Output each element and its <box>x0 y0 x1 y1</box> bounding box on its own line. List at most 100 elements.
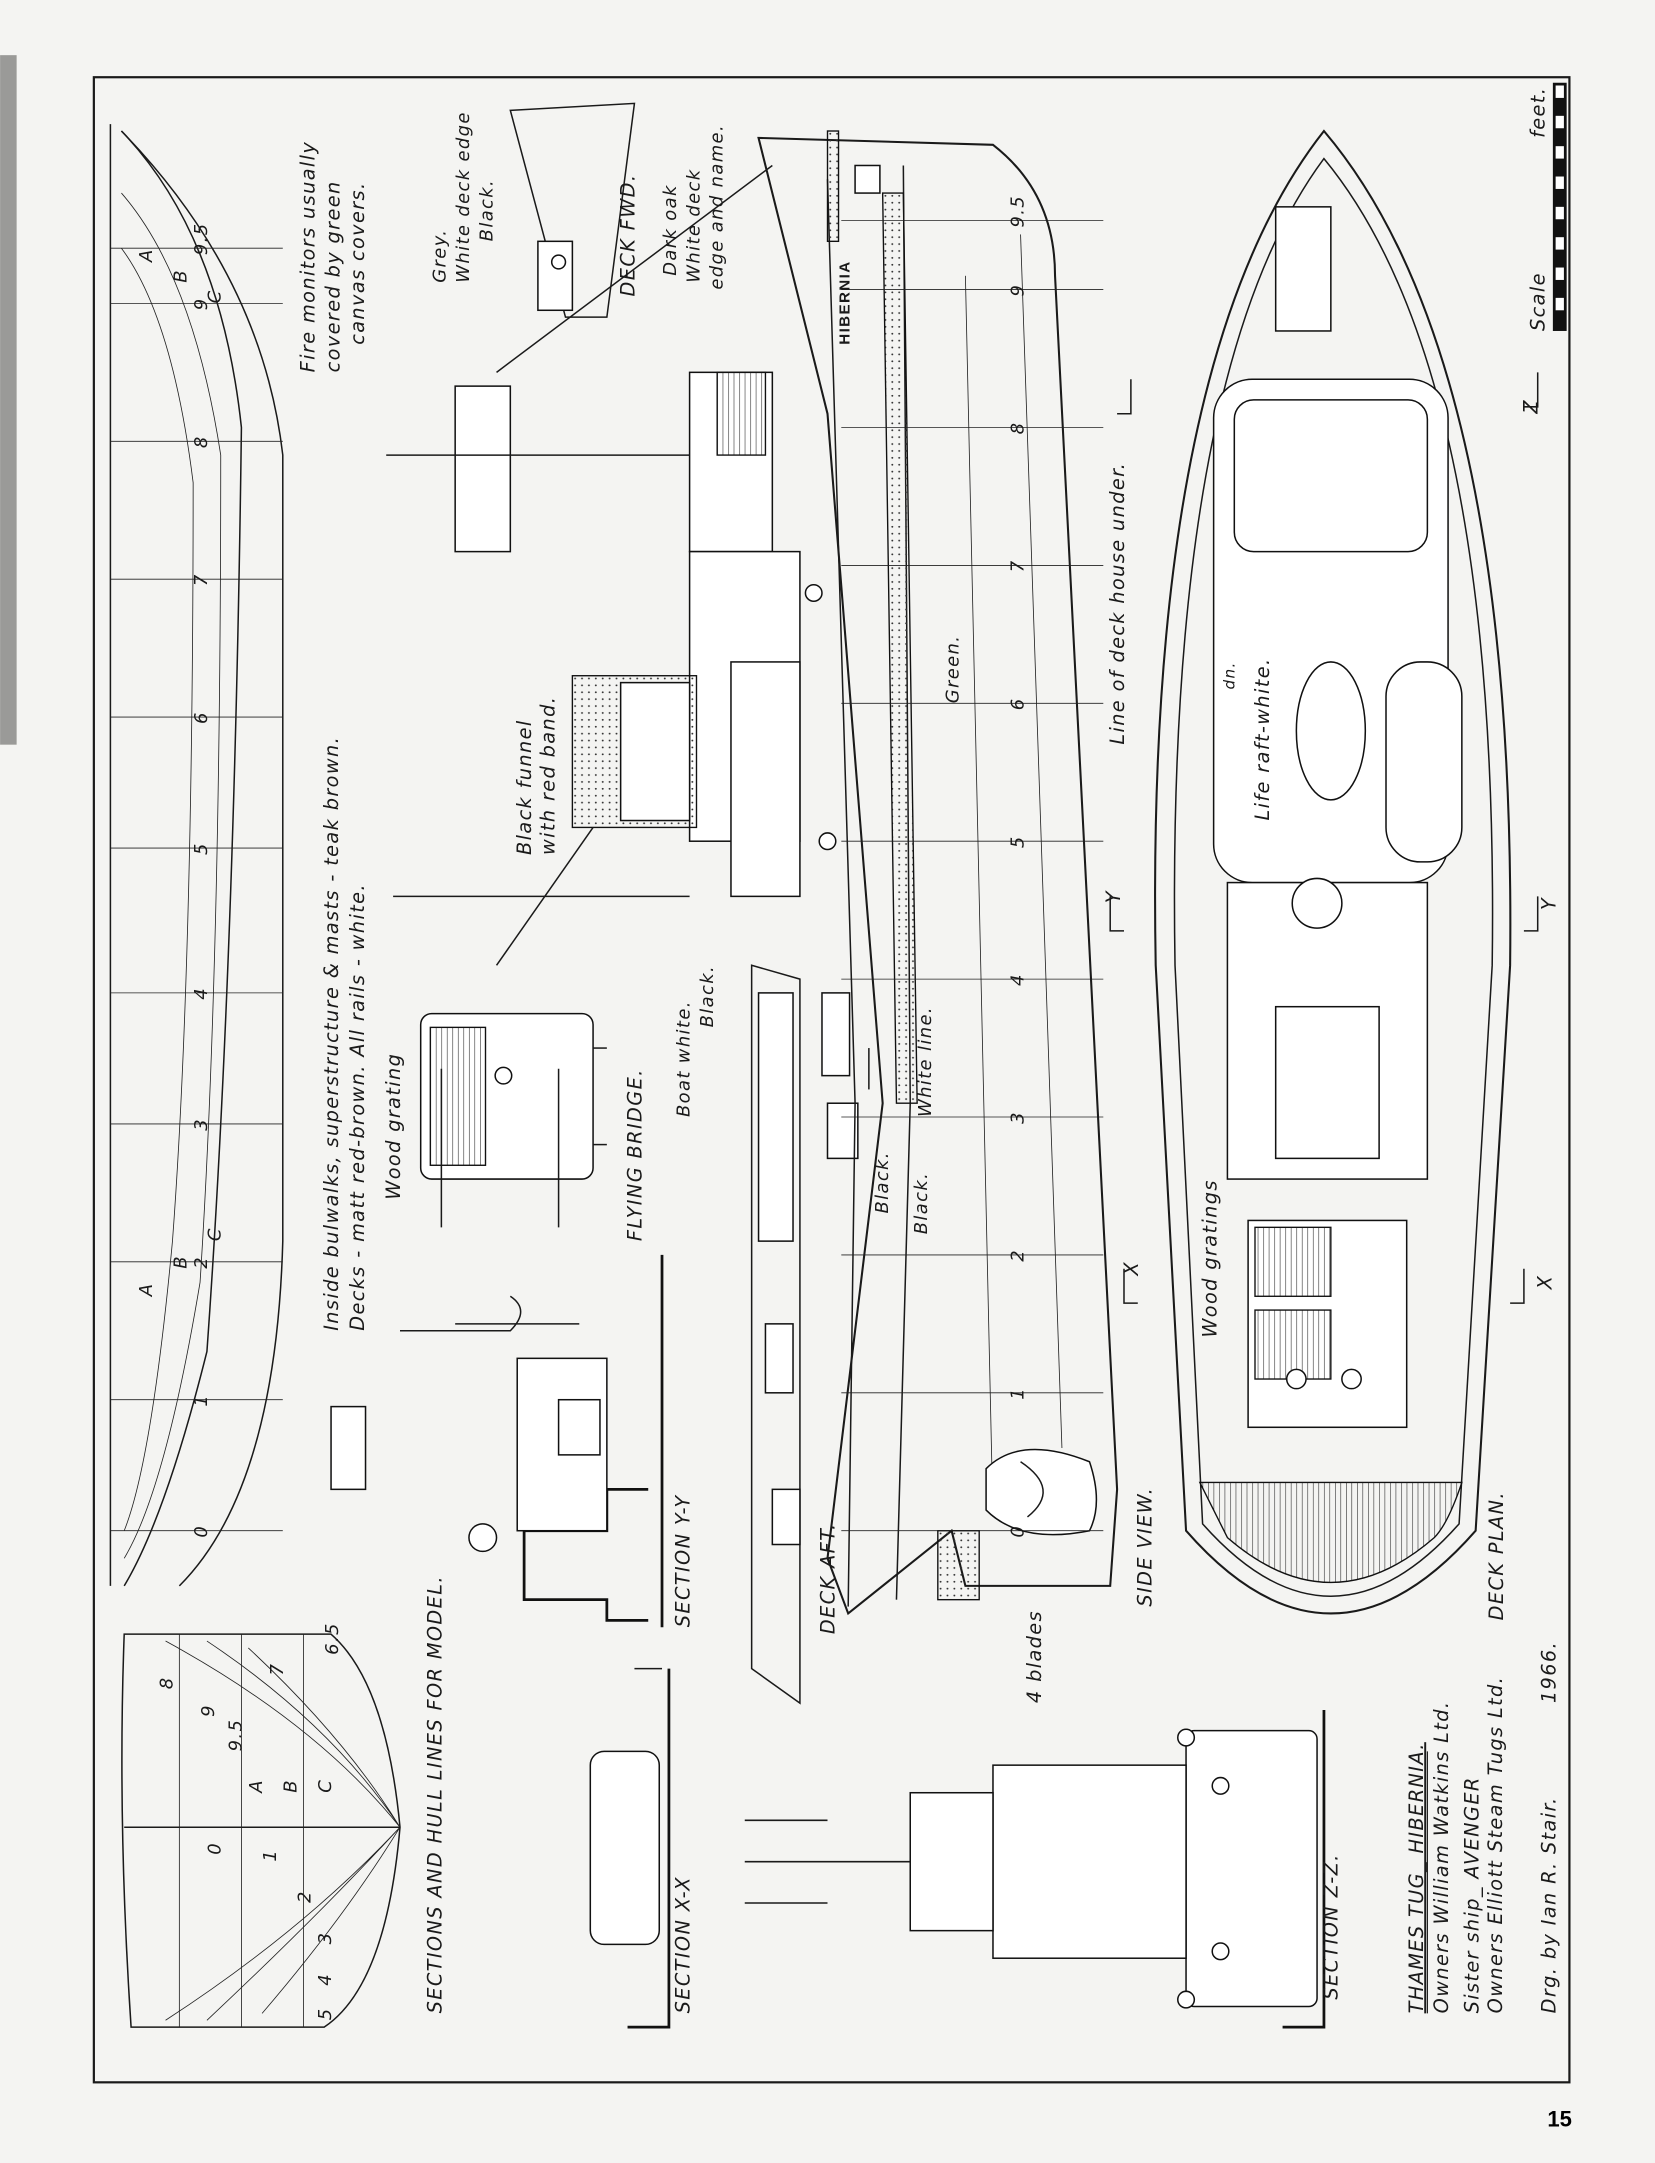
marker-y-top: Y <box>1102 889 1125 903</box>
note-white-line: White line. <box>915 1006 936 1117</box>
waterline-label: C <box>205 289 226 303</box>
side-view-title: SIDE VIEW. <box>1134 1487 1157 1607</box>
note-colours-1: Inside bulwalks, superstructure & masts … <box>320 736 343 1331</box>
flying-bridge-view <box>419 1012 607 1228</box>
title-block: THAMES TUG_ HIBERNIA. Owners William Wat… <box>1405 1641 1560 2013</box>
section-zz <box>744 1709 1326 2029</box>
body-plan-label: 7 <box>267 1663 288 1676</box>
note-edge-and-name: edge and name. <box>707 124 728 290</box>
hull-station-label: 9 <box>191 297 212 310</box>
section-xx-title: SECTION X-X <box>672 1876 695 2013</box>
note-fire-monitors-2: covered by green <box>321 180 344 372</box>
body-plan-label: 8 <box>156 1677 177 1690</box>
note-white-deck-edge: White deck edge <box>453 111 474 283</box>
scale-label: Scale <box>1527 272 1550 331</box>
note-grey: Grey. <box>430 229 451 283</box>
body-plan-label: 3 <box>315 1932 336 1945</box>
title-ship: THAMES TUG_ HIBERNIA. <box>1405 1742 1428 2013</box>
hull-station-label: 9.5 <box>191 222 212 255</box>
scale-unit: feet. <box>1527 87 1550 138</box>
note-dark-oak: Dark oak <box>660 184 681 276</box>
title-year: 1966. <box>1538 1641 1561 1703</box>
side-station-label: 9.5 <box>1007 195 1028 228</box>
body-plan-label: 1 <box>260 1849 281 1862</box>
waterline-label: B <box>170 269 191 283</box>
side-station-label: 8 <box>1007 422 1028 435</box>
section-yy <box>330 1254 664 1628</box>
deck-aft-view <box>750 964 870 1705</box>
ship-name-on-hull: HIBERNIA <box>837 260 854 344</box>
note-deck-house: Line of deck house under. <box>1106 462 1129 745</box>
note-boat-white: Boat white. <box>674 1000 695 1117</box>
body-plan-label: 4 <box>315 1973 336 1986</box>
body-plan-label: 6.5 <box>322 1622 343 1655</box>
deck-fwd-view <box>509 102 636 318</box>
scale-bar <box>1552 82 1567 331</box>
marker-z-bottom: Z <box>1520 399 1543 415</box>
deck-plan-view <box>1154 129 1512 1615</box>
hull-station-label: 5 <box>191 842 212 855</box>
note-boat-black: Black. <box>697 965 718 1027</box>
drawing-frame <box>92 76 1571 2084</box>
side-station-label: 7 <box>1007 560 1028 573</box>
hull-station-label: 1 <box>191 1394 212 1407</box>
hull-station-label: 8 <box>191 435 212 448</box>
note-white-deck: White deck <box>683 169 704 283</box>
deck-fwd-title: DECK FWD. <box>616 174 639 297</box>
side-station-label: 1 <box>1007 1387 1028 1400</box>
side-station-label: 3 <box>1007 1111 1028 1124</box>
binding-shadow <box>0 55 17 745</box>
note-black-fwd: Black. <box>476 179 497 241</box>
hull-station-label: 4 <box>191 987 212 1000</box>
waterline-label: B <box>170 1255 191 1269</box>
note-green: Green. <box>943 635 964 704</box>
hull-station-label: 6 <box>191 711 212 724</box>
page-number: 15 <box>1547 2106 1572 2131</box>
note-4-blades: 4 blades <box>1023 1610 1046 1703</box>
section-markers <box>1109 372 1539 1304</box>
side-station-label: 4 <box>1007 973 1028 986</box>
note-funnel-1: Black funnel <box>513 719 536 855</box>
waterline-label: A <box>136 1283 157 1298</box>
body-plan-label: 9 <box>198 1704 219 1717</box>
note-wood-gratings: Wood gratings <box>1198 1179 1221 1337</box>
body-plan-label: 9.5 <box>225 1719 246 1752</box>
note-fire-monitors-1: Fire monitors usually <box>297 141 320 373</box>
body-plan-label: C <box>315 1779 336 1793</box>
side-station-label: 0 <box>1007 1525 1028 1538</box>
side-station-label: 9 <box>1007 284 1028 297</box>
waterline-label: C <box>205 1227 226 1241</box>
hull-station-label: 0 <box>191 1525 212 1538</box>
title-sister-ship: Sister ship_ AVENGER <box>1460 1776 1483 2013</box>
marker-x-bottom: X <box>1533 1275 1556 1291</box>
title-drawn-by: Drg. by Ian R. Stair. <box>1538 1796 1561 2013</box>
section-zz-title: SECTION Z-Z. <box>1320 1853 1343 1999</box>
side-view: 0 1 2 3 4 5 6 7 8 9 9.5 <box>386 130 1119 1616</box>
wood-grating-note: Wood grating <box>382 1053 405 1200</box>
side-station-label: 5 <box>1007 835 1028 848</box>
hull-lines-title: SECTIONS AND HULL LINES FOR MODEL. <box>423 1575 446 2013</box>
section-xx <box>589 1667 671 2029</box>
deck-plan-title: DECK PLAN. <box>1485 1491 1508 1620</box>
note-black-1: Black. <box>872 1151 893 1213</box>
side-station-label: 2 <box>1007 1249 1028 1262</box>
hull-station-label: 2 <box>191 1256 212 1269</box>
waterline-label: A <box>136 248 157 263</box>
marker-y-bottom: Y <box>1538 896 1561 910</box>
body-plan-label: 5 <box>315 2007 336 2020</box>
body-plan-label: 2 <box>294 1890 315 1903</box>
note-fire-monitors-3: canvas covers. <box>346 182 369 345</box>
title-sister-owners: Owners Elliott Steam Tugs Ltd. <box>1484 1676 1507 2014</box>
note-colours-2: Decks - matt red-brown. All rails - whit… <box>346 883 369 1331</box>
note-life-raft: Life raft-white. <box>1251 658 1274 821</box>
section-yy-title: SECTION Y-Y <box>672 1494 695 1628</box>
hull-station-label: 3 <box>191 1118 212 1131</box>
side-station-label: 6 <box>1007 697 1028 710</box>
body-plan-label: A <box>246 1779 267 1794</box>
note-dn: dn. <box>1220 661 1238 689</box>
hull-station-label: 7 <box>191 573 212 586</box>
body-plan-label: B <box>281 1779 302 1793</box>
